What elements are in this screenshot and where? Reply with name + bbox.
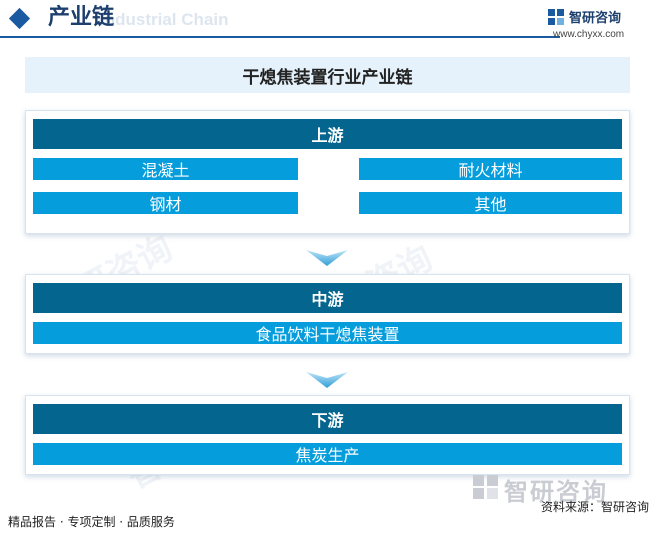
page-title: 产业链: [48, 5, 115, 30]
downstream-panel: 下游 焦炭生产: [25, 395, 630, 475]
brand-logo-icon: [473, 475, 498, 499]
source-note: 资料来源：智研咨询: [540, 500, 649, 514]
midstream-panel: 中游 食品饮料干熄焦装置: [25, 274, 630, 354]
diagram-title: 干熄焦装置行业产业链: [242, 67, 413, 88]
footer-tagline: 精品报告 · 专项定制 · 品质服务: [8, 515, 175, 529]
brand-logo-icon: [548, 9, 564, 25]
brand-logo-block: 智研咨询 www.chyxx.com: [547, 5, 647, 45]
brand-url: www.chyxx.com: [553, 29, 625, 40]
downstream-header: 下游: [33, 404, 622, 434]
midstream-header: 中游: [33, 283, 622, 313]
diamond-icon: [8, 7, 31, 30]
footer-brand-mark: 智研咨询: [468, 472, 638, 506]
brand-name: 智研咨询: [569, 11, 622, 26]
upstream-item: 混凝土: [33, 158, 298, 180]
header-divider: [0, 36, 560, 38]
footer-brand-name: 智研咨询: [504, 478, 608, 506]
header-watermark: Industrial Chain: [100, 10, 229, 29]
upstream-item: 其他: [359, 192, 622, 214]
upstream-header: 上游: [33, 119, 622, 149]
upstream-panel: 上游 混凝土 耐火材料 钢材 其他: [25, 110, 630, 234]
down-arrow-icon: [306, 250, 348, 266]
diagram-title-band: 干熄焦装置行业产业链: [25, 57, 630, 93]
upstream-item: 耐火材料: [359, 158, 622, 180]
upstream-item: 钢材: [33, 192, 298, 214]
down-arrow-icon: [306, 372, 348, 388]
midstream-item: 食品饮料干熄焦装置: [33, 322, 622, 344]
downstream-item: 焦炭生产: [33, 443, 622, 465]
